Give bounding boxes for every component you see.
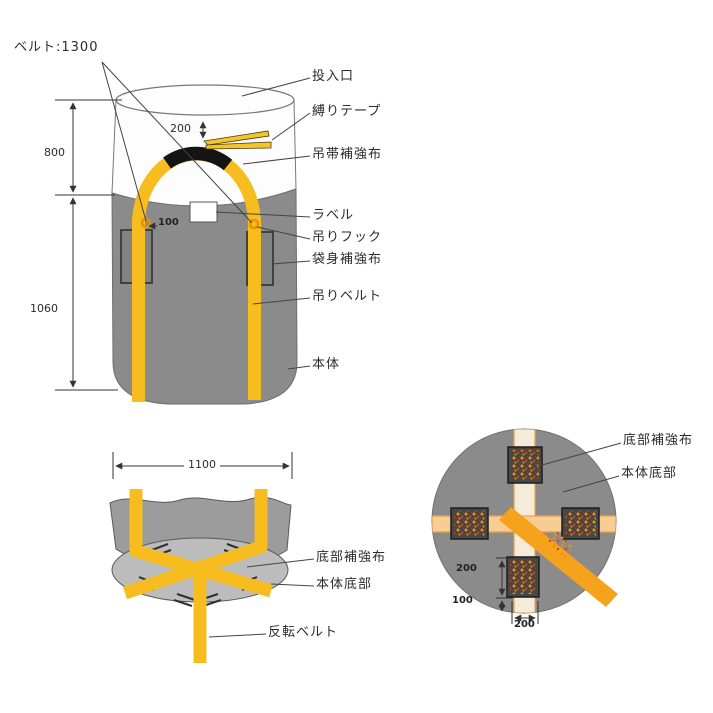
front-view xyxy=(55,61,311,405)
label-inversion-belt: 反転ベルト xyxy=(268,625,339,640)
label-bag-body-reinforcement: 袋身補強布 xyxy=(312,252,383,267)
lifting-hook-right xyxy=(248,218,260,230)
tie-tape-lower xyxy=(205,141,272,150)
dim-100: 100 xyxy=(158,217,179,228)
diagonal-belt-stitching xyxy=(545,530,574,559)
label-inlet: 投入口 xyxy=(312,69,355,84)
label-lifting-hook: 吊りフック xyxy=(312,230,383,245)
dim-patch-width-200: 200 xyxy=(514,619,535,630)
label-bottom-reinforcement-side: 底部補強布 xyxy=(316,550,387,565)
label-body-bottom-side: 本体底部 xyxy=(316,577,373,592)
label-body-bottom-plan: 本体底部 xyxy=(621,466,678,481)
plan-dimension-lines xyxy=(496,557,539,624)
label-tie-tape: 縛りテープ xyxy=(312,104,382,119)
plan-leader-lines xyxy=(534,442,622,493)
bottom-side-leader-lines xyxy=(208,558,315,638)
label-sling-reinforcement: 吊帯補強布 xyxy=(312,147,383,162)
lifting-belt-left xyxy=(132,218,145,402)
label-lifting-belt: 吊りベルト xyxy=(312,289,383,304)
front-leader-lines xyxy=(101,61,311,370)
bottom-plan-view xyxy=(431,428,622,624)
label-tag-shape xyxy=(189,201,218,223)
dim-edge-offset-100: 100 xyxy=(452,595,473,606)
patch-stitching xyxy=(454,450,596,594)
tie-tape-upper xyxy=(203,130,270,146)
sling-reinforcement-cloth-shape xyxy=(163,146,233,171)
bottom-belt-a xyxy=(129,489,273,598)
dim-1060: 1060 xyxy=(30,302,58,315)
label-body: 本体 xyxy=(312,357,341,372)
bottom-belt-b xyxy=(122,489,268,600)
label-label-tag: ラベル xyxy=(312,208,355,223)
dim-patch-length-200: 200 xyxy=(456,563,477,574)
belt-length-note: ベルト:1300 xyxy=(14,40,99,55)
label-bottom-reinforcement-plan: 底部補強布 xyxy=(623,433,694,448)
diagonal-inversion-belt xyxy=(499,507,618,607)
lifting-belt-right xyxy=(248,218,261,400)
front-dimension-lines xyxy=(55,99,207,391)
dim-200: 200 xyxy=(170,122,191,135)
dim-800: 800 xyxy=(44,146,65,159)
bottom-side-view xyxy=(109,452,315,663)
dim-1100: 1100 xyxy=(184,459,220,470)
